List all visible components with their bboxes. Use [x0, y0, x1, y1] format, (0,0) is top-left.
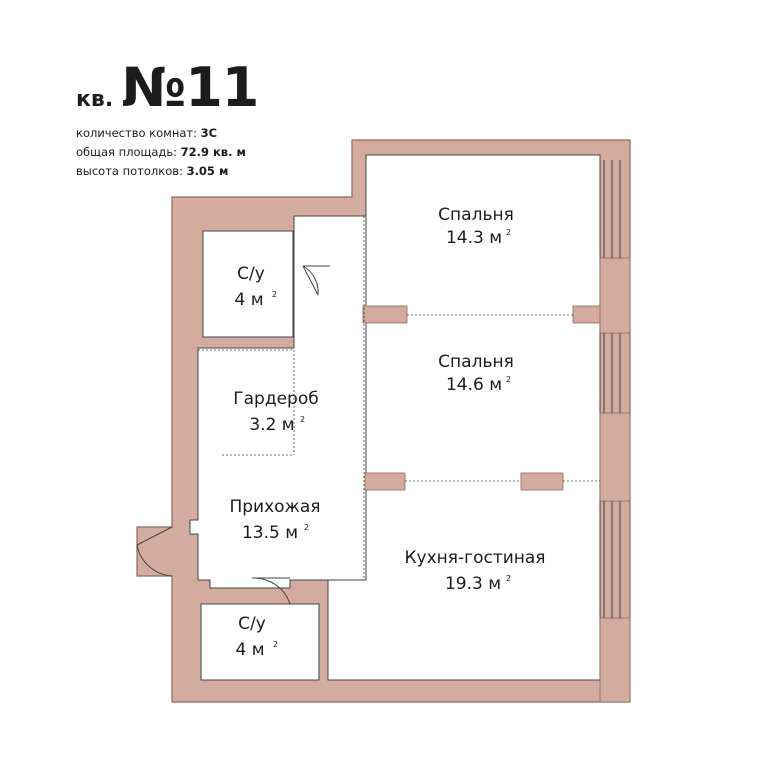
room-name: Гардероб [233, 389, 318, 409]
floors [189, 154, 601, 681]
room-name: Прихожая [229, 497, 320, 517]
room-name: Спальня [438, 352, 514, 372]
room-name: Кухня-гостиная [404, 548, 545, 568]
room-wardrobe: Гардероб 3.2 м 2 [233, 389, 318, 435]
door-bathroom-1[interactable] [302, 265, 330, 296]
apartment-specs: количество комнат: 3С общая площадь: 72.… [76, 124, 246, 181]
room-area-sup: 2 [300, 415, 305, 424]
room-area-sup: 2 [272, 290, 277, 299]
room-name: С/у [237, 264, 265, 284]
spec-height: высота потолков: 3.05 м [76, 162, 246, 181]
room-area-sup: 2 [506, 228, 511, 237]
spec-height-value: 3.05 м [186, 164, 229, 178]
room-bedroom-2: Спальня 14.6 м 2 [438, 352, 514, 395]
divider-lines [198, 216, 600, 581]
floor-bathroom-1 [202, 230, 294, 338]
apartment-prefix: кв. [76, 87, 114, 112]
apartment-number: №11 [121, 56, 259, 119]
pier-window-3 [599, 617, 631, 703]
window-1 [603, 160, 621, 258]
floor-bathroom-2 [200, 603, 320, 681]
room-area: 19.3 м [445, 574, 501, 594]
room-area-sup: 2 [506, 574, 511, 583]
doors [136, 265, 330, 605]
spec-height-label: высота потолков: [76, 164, 183, 178]
pier-kitchen-divider-mid [520, 472, 564, 491]
pier-bedroom-divider-right [572, 305, 602, 324]
room-area-sup: 2 [304, 523, 309, 532]
room-area: 4 м [235, 640, 264, 660]
room-area: 3.2 м [249, 415, 294, 435]
windows [603, 160, 621, 618]
room-bathroom-1: С/у 4 м 2 [234, 264, 277, 310]
room-hallway: Прихожая 13.5 м 2 [229, 497, 320, 543]
spec-rooms: количество комнат: 3С [76, 124, 246, 143]
room-area: 13.5 м [242, 523, 298, 543]
window-2 [603, 333, 621, 413]
spec-rooms-label: количество комнат: [76, 126, 197, 140]
room-area-sup: 2 [273, 640, 278, 649]
room-area-sup: 2 [506, 375, 511, 384]
pier-bedroom-divider-left [362, 305, 408, 324]
spec-area-label: общая площадь: [76, 145, 177, 159]
pier-window-1 [599, 257, 631, 334]
door-entrance[interactable] [136, 526, 173, 577]
spec-rooms-value: 3С [200, 126, 218, 140]
room-area: 14.3 м [446, 228, 502, 248]
room-area: 14.6 м [446, 375, 502, 395]
room-bedroom-1: Спальня 14.3 м 2 [438, 205, 514, 248]
room-kitchen-living: Кухня-гостиная 19.3 м 2 [404, 548, 545, 594]
spec-area-value: 72.9 кв. м [180, 145, 246, 159]
apartment-title: кв. №11 [76, 56, 259, 119]
pier-kitchen-divider-left [364, 472, 406, 491]
spec-area: общая площадь: 72.9 кв. м [76, 143, 246, 162]
room-name: С/у [238, 614, 266, 634]
floor-corridor [189, 215, 367, 589]
pier-window-2 [599, 412, 631, 502]
window-3 [603, 501, 621, 618]
room-area: 4 м [234, 290, 263, 310]
room-bathroom-2: С/у 4 м 2 [235, 614, 278, 660]
interior-walls [362, 257, 631, 703]
door-bathroom-2[interactable] [251, 577, 291, 605]
room-name: Спальня [438, 205, 514, 225]
